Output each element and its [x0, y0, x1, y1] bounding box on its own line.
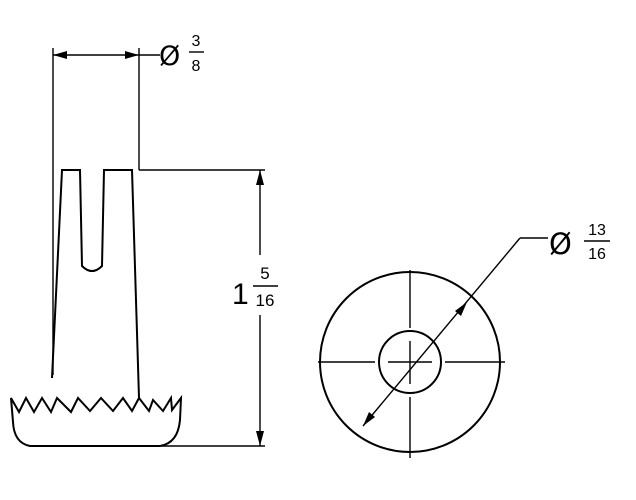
- fraction-numerator: 3: [192, 33, 201, 50]
- height-dimension: 1 5 16: [139, 169, 278, 447]
- arrowhead-top: [256, 170, 264, 185]
- diameter-symbol: Ø: [549, 227, 572, 261]
- fraction-denominator: 16: [256, 291, 275, 310]
- fraction-numerator: 13: [588, 222, 606, 239]
- arrowhead-upper: [455, 302, 467, 316]
- fraction-numerator: 5: [260, 264, 269, 283]
- whole-number: 1: [232, 278, 249, 311]
- arrowhead-left: [53, 51, 67, 59]
- inner-circle: [378, 330, 442, 394]
- fraction-denominator: 16: [588, 246, 606, 263]
- arrowhead-bottom: [256, 431, 264, 446]
- diameter-leader: [362, 237, 521, 427]
- side-view: [10, 48, 183, 447]
- arrowhead-right: [125, 51, 139, 59]
- arrowhead-lower: [363, 412, 375, 426]
- end-diameter-dimension: Ø 13 16: [362, 222, 610, 427]
- top-width-dimension: Ø 3 8: [53, 33, 204, 75]
- fraction-denominator: 8: [192, 58, 201, 75]
- serrated-base: [10, 394, 183, 447]
- diameter-symbol: Ø: [159, 41, 180, 72]
- stem-outline: [51, 169, 140, 399]
- end-view: [318, 270, 505, 458]
